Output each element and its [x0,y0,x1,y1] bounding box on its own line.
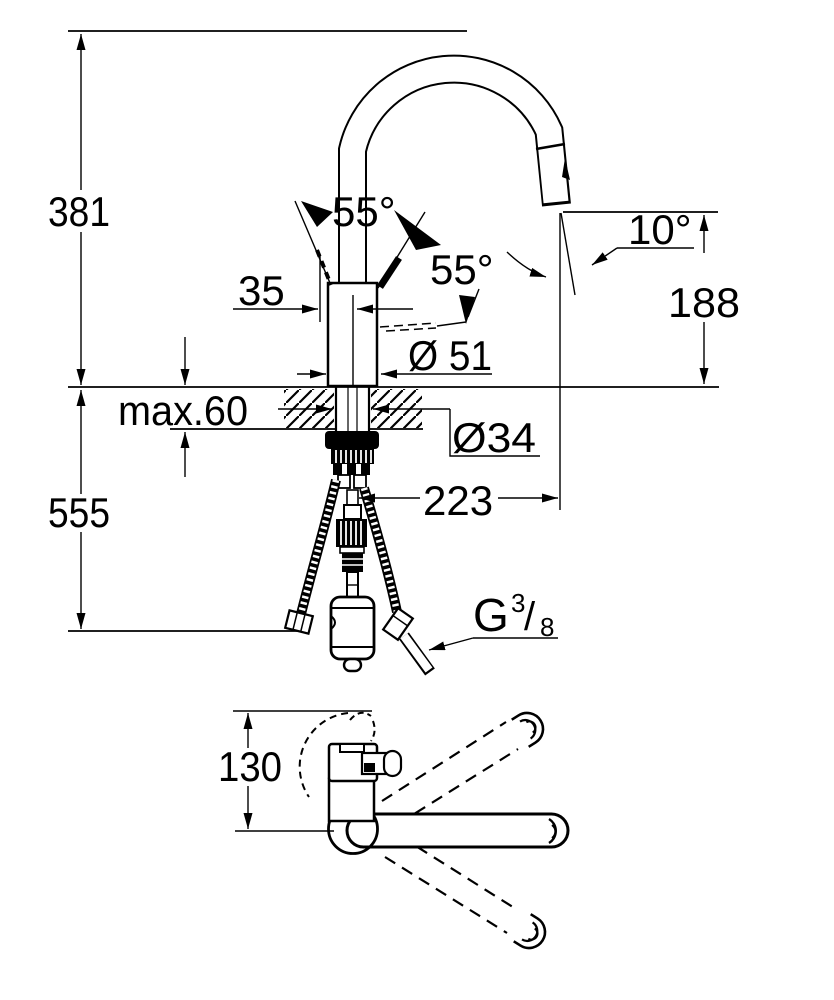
weight-tip [342,657,363,673]
sprayhead-button [562,158,570,180]
lever-axis-line [377,211,426,289]
label-thread-slash: / [524,595,536,639]
dimension-max60: max.60 [118,337,248,477]
supply-hose-left [283,478,341,635]
lever-limit-line [294,200,331,284]
thread-callout: G 3 / 8 [428,588,558,651]
label-outlet-height: 188 [668,279,740,326]
cap-top-detail [339,743,365,753]
label-total-height: 381 [48,188,110,235]
spout-cap-arc2 [551,824,557,839]
nut-ribbed [331,449,374,464]
label-countertop-max: max.60 [118,387,248,434]
wedge-55-right [394,210,441,250]
label-angle-right: 55° [430,246,494,293]
coupling-lower [342,553,363,572]
swivel-arm-lower-dashed [384,835,517,934]
dimension-35: 35 [233,255,413,322]
label-angle-left: 55° [332,188,396,235]
dimension-dia34: Ø34 [278,404,540,461]
hose-right-thread-inner [400,633,433,673]
outlet-axis-line [560,212,576,296]
hose-coupler [346,489,359,506]
dimension-381: 381 [48,34,110,385]
lever-handle [377,256,402,289]
hose-left-nut [283,609,315,635]
hose-left-body [296,478,341,616]
lever-up-dashed-1 [349,711,372,721]
mounting-nut [325,431,379,489]
hose-left-braid [297,479,340,615]
label-hose-length: 555 [48,489,110,536]
lever-horizontal-dashed-2 [385,327,437,332]
nut-foot-2 [347,464,356,475]
wedge-55b [459,295,475,324]
hose-weight [329,595,376,661]
leader-dia34 [449,409,540,457]
dimension-130: 130 [218,710,372,832]
label-outlet-angle: 10° [628,206,692,253]
dimension-223: 223 [359,477,558,524]
swivel-arm-upper-endcap [511,711,545,748]
lever-up-dashed-2 [370,720,376,742]
nut-body-l [283,609,315,635]
dimension-555: 555 [48,390,110,629]
spout-plan [345,812,570,849]
coupling-ring [339,546,365,554]
dimension-dia51: Ø 51 [297,332,492,379]
check-valve-hex [343,504,362,520]
swivel-arm-upper-dashed [381,721,519,825]
sprayhead-seam [535,142,566,151]
nut-facet-r1 [392,614,409,627]
label-base-depth: 130 [218,743,282,790]
angle-55-left: 55° [301,188,441,250]
hose-right-nut [381,606,415,642]
faucet-top-view [298,711,570,950]
label-thread-g: G [473,589,509,641]
nut-top [325,431,379,449]
nut-facet-l1 [292,612,299,630]
label-body-diameter: Ø 51 [408,332,492,379]
lever-plan-shadow [364,763,375,772]
dimension-188: 188 [668,215,740,384]
dimension-10deg: 10° [506,206,694,278]
faucet-side-view [283,54,571,676]
nut-ribs [335,450,372,463]
arc-10deg [506,251,547,278]
nut-foot-3 [361,464,370,475]
lever-swing-arc-dashed [298,712,349,798]
fitting-right [353,474,367,489]
label-shank-diameter: Ø34 [452,414,536,461]
weight-notch [330,615,336,630]
nut-body-r [381,606,415,642]
label-thread-denominator: 8 [540,612,554,642]
label-thread-numerator: 3 [511,588,525,618]
reference-lines [68,30,719,632]
nut-foot-1 [333,464,342,475]
label-spout-reach: 223 [423,477,493,524]
swivel-arm-lower-endcap [513,913,547,950]
lever-horizontal-dashed-1 [379,322,437,328]
coupling-ribs [340,521,362,545]
body-plan [327,777,376,823]
wedge-55-left [301,201,333,227]
angle-55-right: 55° [379,246,494,332]
nut-facet-l2 [299,614,306,632]
pullout-hose-assembly [329,489,376,673]
label-lever-width: 35 [238,267,285,314]
spout-inner [340,56,569,286]
shank-fill [336,388,369,431]
lever-plan-knob [382,749,403,778]
